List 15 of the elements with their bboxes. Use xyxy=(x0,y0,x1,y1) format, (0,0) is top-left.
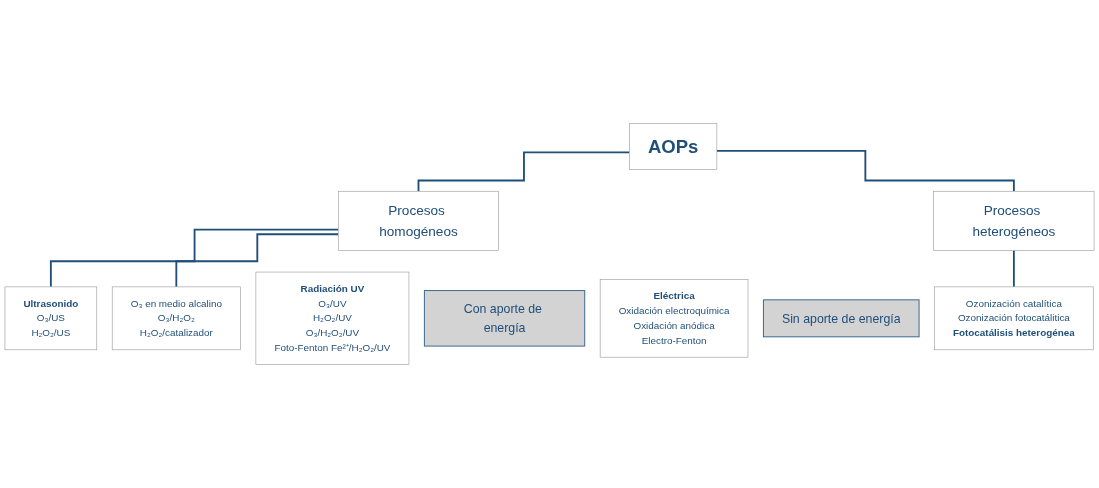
node-box: AOPs xyxy=(629,123,718,170)
node-box: Eléctrica Oxidación electroquímica Oxidación anódica Electro-Fenton xyxy=(599,279,749,358)
node-box: Procesos homogéneos xyxy=(338,190,499,251)
node-box: Procesos heterogéneos xyxy=(933,190,1095,251)
connector xyxy=(1012,249,1015,288)
node-box: O₃ en medio alcalino O₃/H₂O₂ H₂O₂/catalizador xyxy=(111,286,241,351)
node-box: Sin aporte de energía xyxy=(762,299,920,338)
node-box: Con aporte de energía xyxy=(423,290,586,347)
connector xyxy=(715,149,1015,193)
node-box: Ultrasonido O₃/US H₂O₂/US xyxy=(4,286,98,351)
connector xyxy=(49,228,340,288)
connector xyxy=(175,233,340,288)
connector xyxy=(417,151,631,193)
node-box: Radiación UV O₃/UV H₂O₂/UV O₃/H₂O₂/UV Foto-Fenton Fe²⁺/H₂O₂/UV xyxy=(255,271,410,365)
node-box: Ozonización catalítica Ozonización fotocatálitica Fotocatálisis heterogénea xyxy=(934,286,1094,351)
